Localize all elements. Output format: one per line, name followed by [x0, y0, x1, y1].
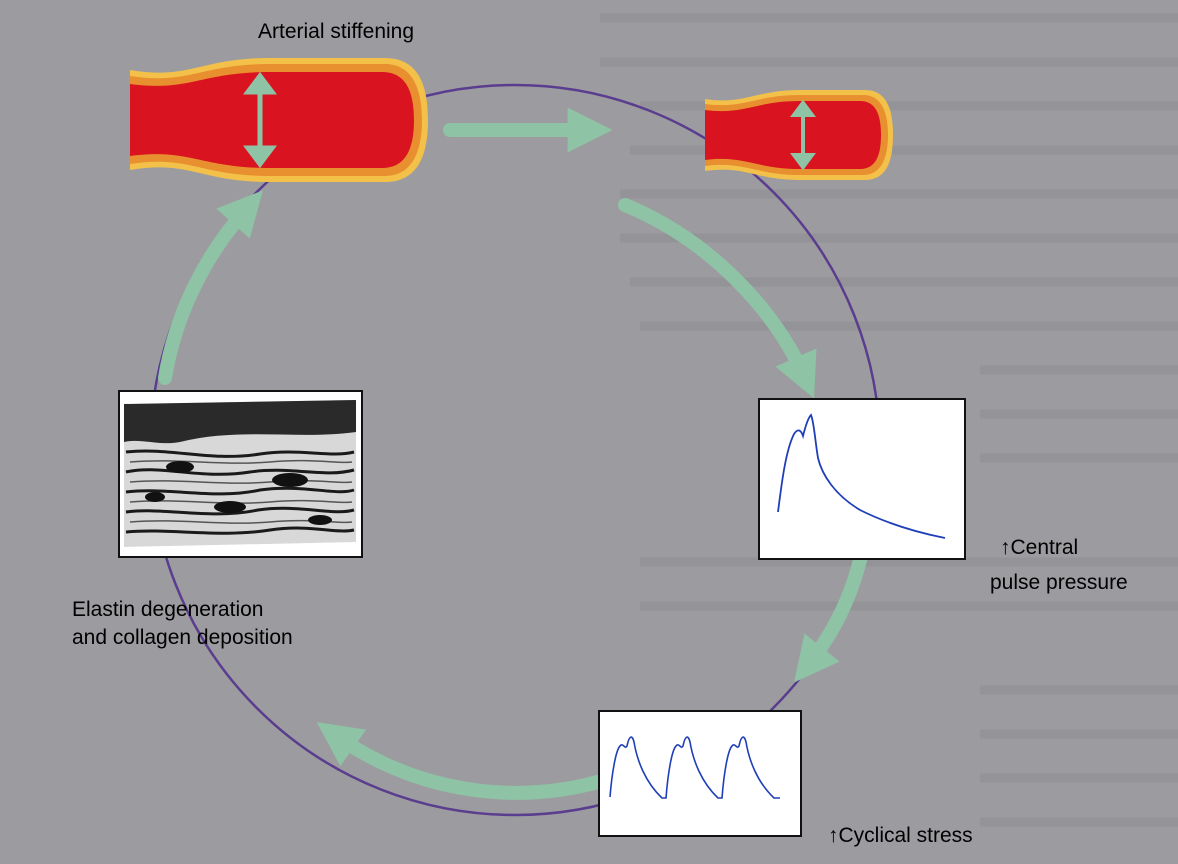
label-elastin-line2: and collagen deposition — [72, 624, 293, 652]
title-arterial-stiffening: Arterial stiffening — [258, 18, 414, 46]
label-central-line1: ↑Central — [1000, 534, 1078, 562]
histology-image — [120, 392, 361, 556]
label-central-line2: pulse pressure — [990, 569, 1128, 597]
artery-narrow-illustration — [705, 85, 895, 185]
artery-wide-illustration — [130, 50, 430, 190]
label-elastin-line1: Elastin degeneration — [72, 596, 263, 624]
single-pulse-waveform — [760, 400, 964, 558]
histology-panel — [118, 390, 363, 558]
central-pulse-waveform-panel — [758, 398, 966, 560]
cyclical-waveform-panel — [598, 710, 802, 837]
repeated-pulse-waveform — [600, 712, 800, 835]
label-cyclical-stress: ↑Cyclical stress — [828, 822, 973, 850]
